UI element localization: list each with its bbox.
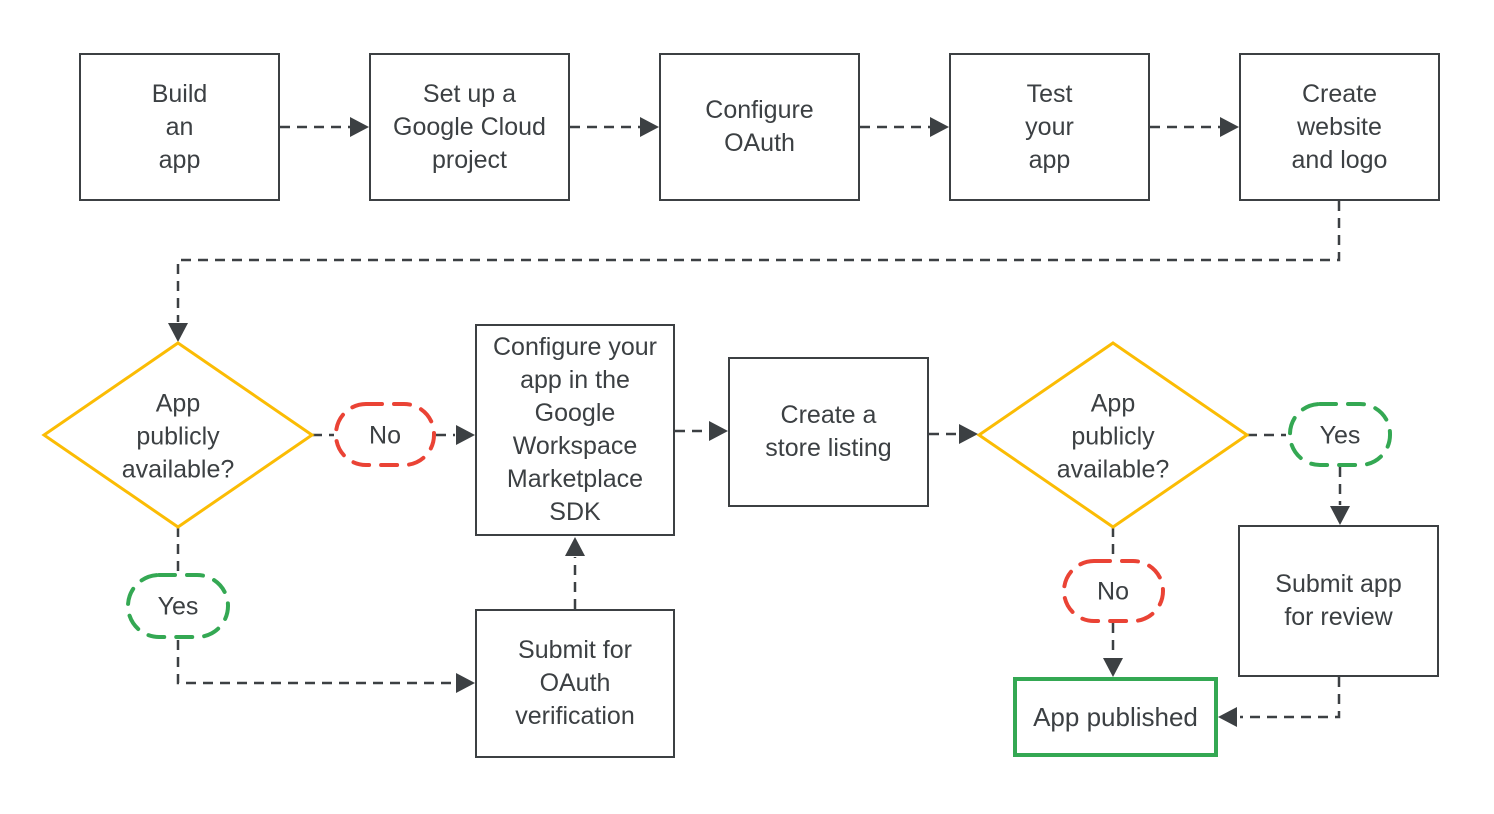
arrowhead-left-icon <box>1218 707 1237 727</box>
arrowhead-right-icon <box>350 117 369 137</box>
node-setup-google-cloud-project: Set up a Google Cloud project <box>369 53 570 201</box>
node-build-app: Build an app <box>79 53 280 201</box>
arrowhead-down-icon <box>1103 658 1123 677</box>
node-submit-app-for-review: Submit app for review <box>1238 525 1439 677</box>
arrowhead-right-icon <box>709 421 728 441</box>
connector-website-to-decision <box>176 201 1341 322</box>
node-marketplace-sdk: Configure your app in the Google Workspa… <box>475 324 675 536</box>
decision-diamond-left <box>41 341 315 529</box>
arrowhead-down-icon <box>1330 506 1350 525</box>
branch-oval-yes-right <box>1288 402 1392 467</box>
node-configure-oauth: Configure OAuth <box>659 53 860 201</box>
arrowhead-right-icon <box>930 117 949 137</box>
node-submit-oauth-verification: Submit for OAuth verification <box>475 609 675 758</box>
node-create-store-listing: Create a store listing <box>728 357 929 507</box>
decision-diamond-right <box>976 341 1250 529</box>
connector-yes-to-verification <box>176 640 454 685</box>
branch-oval-no-right <box>1062 559 1165 623</box>
node-test-your-app: Test your app <box>949 53 1150 201</box>
arrowhead-right-icon <box>456 673 475 693</box>
arrowhead-right-icon <box>959 424 978 444</box>
node-create-website-and-logo: Create website and logo <box>1239 53 1440 201</box>
connector-review-to-published <box>1240 677 1341 719</box>
arrowhead-right-icon <box>456 425 475 445</box>
arrowhead-right-icon <box>1220 117 1239 137</box>
arrowhead-up-icon <box>565 537 585 556</box>
arrowhead-right-icon <box>640 117 659 137</box>
branch-oval-no-left <box>334 402 436 467</box>
node-app-published: App published <box>1013 677 1218 757</box>
arrowhead-down-icon <box>168 323 188 342</box>
branch-oval-yes-left <box>126 573 230 639</box>
